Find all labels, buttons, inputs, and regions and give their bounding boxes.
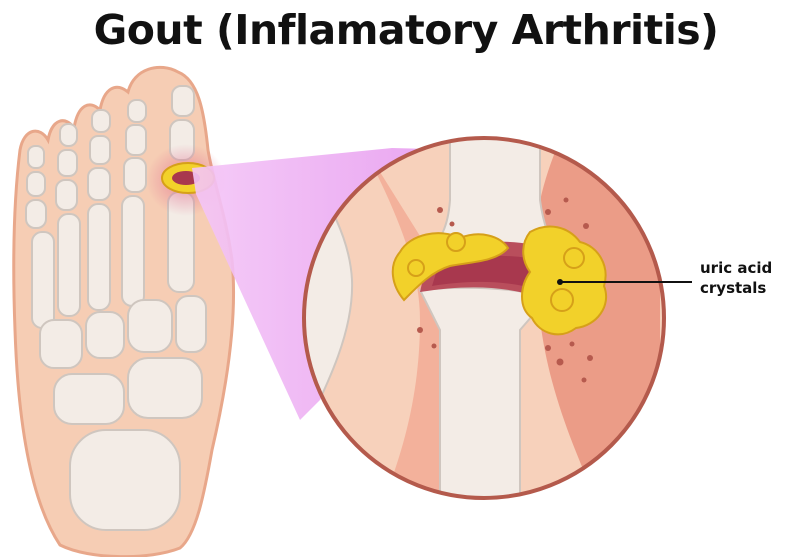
uric-acid-crystals-label: uric acid crystals [700, 258, 772, 298]
label-line-1: uric acid [700, 258, 772, 278]
label-line-2: crystals [700, 278, 772, 298]
callout-dot [557, 279, 563, 285]
foot [14, 67, 234, 556]
